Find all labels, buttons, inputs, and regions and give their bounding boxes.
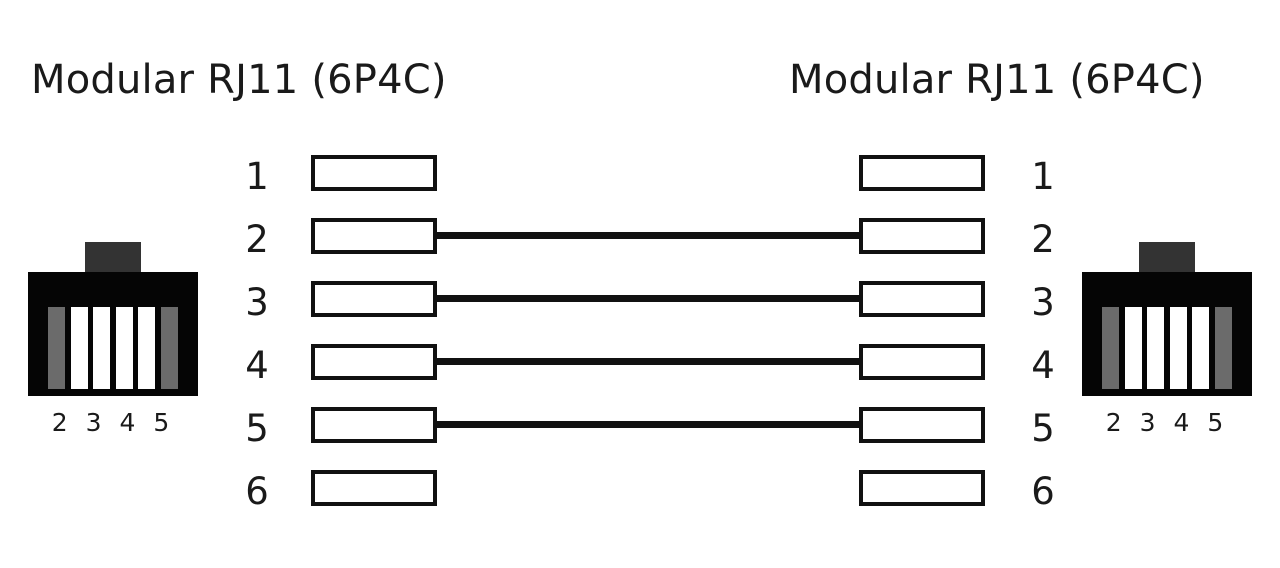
connector-pin-blade-6	[160, 307, 178, 389]
connector-pin-blade-2	[1124, 307, 1142, 389]
right-pin-number-5: 5	[1031, 407, 1055, 450]
right-pin-number-2: 2	[1031, 218, 1055, 261]
left-pin-number-5: 5	[245, 407, 269, 450]
right-pin-number-1: 1	[1031, 155, 1055, 198]
connector-pin-blade-5	[1192, 307, 1210, 389]
connector-pin-strip	[48, 307, 178, 389]
left-pin-box-1[interactable]	[311, 155, 437, 191]
left-pin-number-4: 4	[245, 344, 269, 387]
left-pin-number-3: 3	[245, 281, 269, 324]
left-rj11-connector-graphic: 2 3 4 5	[28, 242, 198, 435]
right-pin-number-4: 4	[1031, 344, 1055, 387]
connector-pin-blade-4	[115, 307, 133, 389]
left-pin-number-6: 6	[245, 470, 269, 513]
left-pin-box-2[interactable]	[311, 218, 437, 254]
wire-pin-2-to-2	[437, 232, 861, 239]
wire-pin-4-to-4	[437, 358, 861, 365]
left-pin-box-4[interactable]	[311, 344, 437, 380]
left-pin-box-5[interactable]	[311, 407, 437, 443]
connector-pin-blade-4	[1169, 307, 1187, 389]
connector-pin-blade-1	[48, 307, 65, 389]
right-pin-box-5[interactable]	[859, 407, 985, 443]
connector-pin-blade-5	[138, 307, 156, 389]
wire-pin-3-to-3	[437, 295, 861, 302]
right-rj11-connector-graphic: 2 3 4 5	[1082, 242, 1252, 435]
right-pin-box-1[interactable]	[859, 155, 985, 191]
connector-pin-blade-3	[93, 307, 111, 389]
connector-pin-blade-2	[70, 307, 88, 389]
left-connector-pin-caption: 2 3 4 5	[51, 408, 175, 437]
left-pin-box-3[interactable]	[311, 281, 437, 317]
right-pin-number-6: 6	[1031, 470, 1055, 513]
connector-pin-blade-1	[1102, 307, 1119, 389]
left-pin-box-6[interactable]	[311, 470, 437, 506]
left-connector-title: Modular RJ11 (6P4C)	[31, 57, 447, 103]
connector-pin-strip	[1102, 307, 1232, 389]
right-connector-title: Modular RJ11 (6P4C)	[789, 57, 1205, 103]
right-pin-box-3[interactable]	[859, 281, 985, 317]
right-connector-pin-caption: 2 3 4 5	[1105, 408, 1229, 437]
right-pin-box-4[interactable]	[859, 344, 985, 380]
wire-pin-5-to-5	[437, 421, 861, 428]
left-pin-number-2: 2	[245, 218, 269, 261]
connector-pin-blade-3	[1147, 307, 1165, 389]
right-pin-box-2[interactable]	[859, 218, 985, 254]
connector-pin-blade-6	[1214, 307, 1232, 389]
right-pin-box-6[interactable]	[859, 470, 985, 506]
right-pin-number-3: 3	[1031, 281, 1055, 324]
left-pin-number-1: 1	[245, 155, 269, 198]
